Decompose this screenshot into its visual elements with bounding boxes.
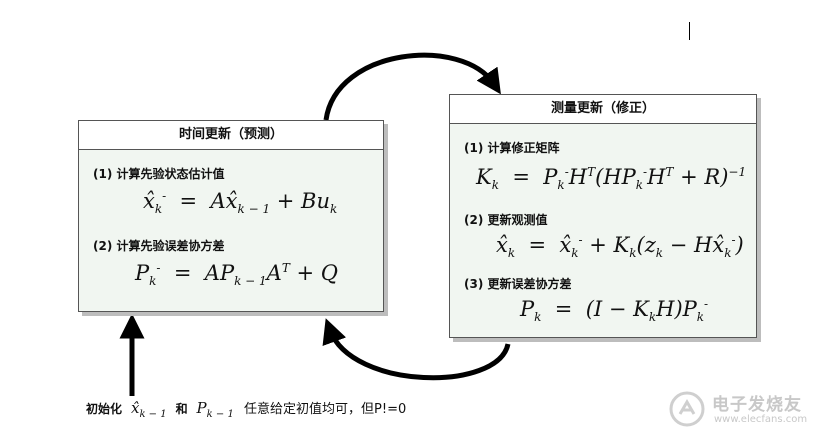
init-label: 初始化	[86, 402, 123, 416]
watermark-name: 电子发烧友	[712, 395, 802, 415]
measure-step-3: (3) 更新误差协方差	[464, 277, 572, 291]
time-update-box: 时间更新（预测） (1) 计算先验状态估计值 x̂k- = Ax̂k − 1 +…	[78, 120, 384, 312]
watermark: 电子发烧友 www.elecfans.com	[668, 388, 808, 432]
time-update-title: 时间更新（预测）	[79, 121, 383, 150]
measurement-update-box: 测量更新（修正） (1) 计算修正矩阵 Kk = Pk-HT(HPk-HT + …	[449, 94, 757, 338]
kalman-gain-equation: Kk = Pk-HT(HPk-HT + R)−1	[476, 165, 747, 193]
state-update-equation: x̂k = x̂k- + Kk(zk − Hx̂k-)	[496, 233, 744, 261]
measurement-update-title: 测量更新（修正）	[450, 95, 756, 124]
arrow-predict-to-correct	[323, 52, 501, 121]
text-cursor	[689, 22, 690, 40]
time-step-1: (1) 计算先验状态估计值	[93, 167, 225, 181]
init-note: 任意给定初值均可，但P!=0	[244, 402, 407, 417]
elecfans-logo-icon	[669, 391, 705, 427]
init-x-symbol: x̂k − 1	[126, 399, 167, 420]
prior-covariance-equation: Pk- = APk − 1AT + Q	[135, 261, 339, 289]
measure-step-1: (1) 计算修正矩阵	[464, 141, 560, 155]
arrow-correct-to-predict	[322, 318, 511, 381]
init-caption: 初始化 x̂k − 1 和 Pk − 1 任意给定初值均可，但P!=0	[86, 398, 406, 420]
watermark-url: www.elecfans.com	[714, 414, 808, 425]
init-and: 和	[175, 402, 188, 416]
time-step-2: (2) 计算先验误差协方差	[93, 239, 225, 253]
init-p-symbol: Pk − 1	[191, 399, 234, 420]
prior-state-equation: x̂k- = Ax̂k − 1 + Buk	[143, 189, 338, 217]
covariance-update-equation: Pk = (I − KkH)Pk-	[520, 297, 709, 325]
measure-step-2: (2) 更新观测值	[464, 213, 548, 227]
